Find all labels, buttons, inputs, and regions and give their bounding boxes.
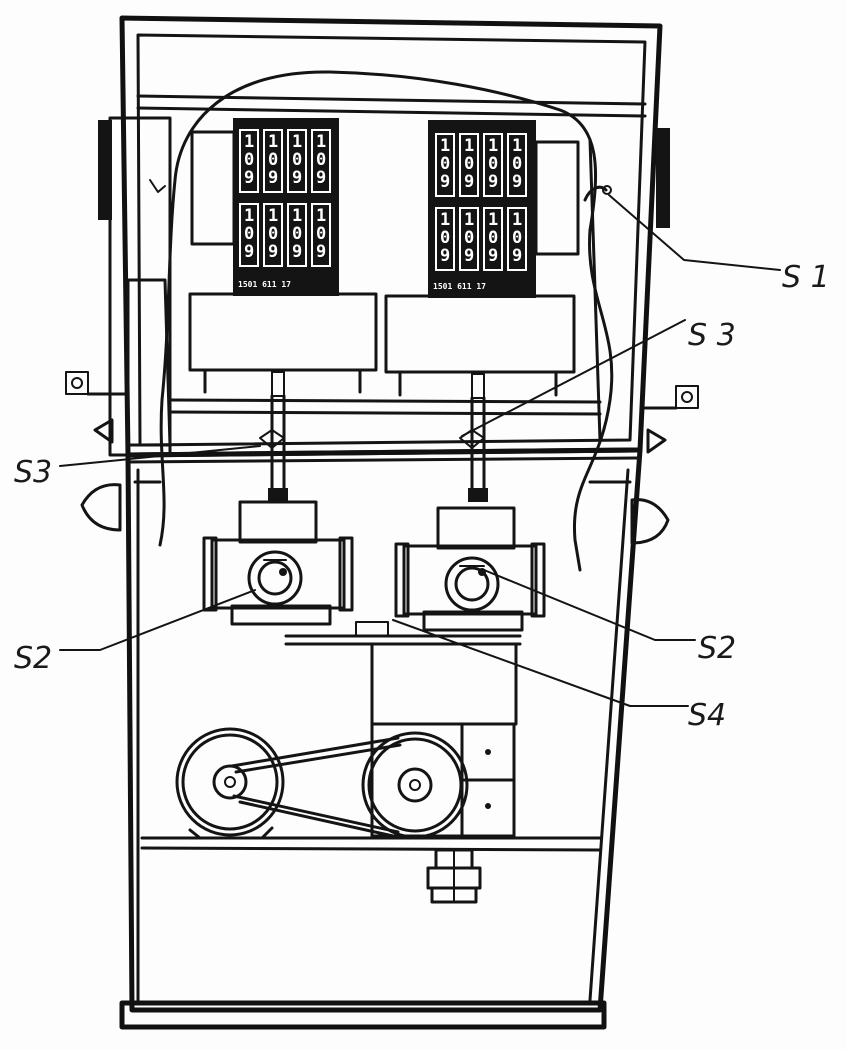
digit-window-left [239, 129, 259, 193]
display-digit: 1 [268, 132, 278, 152]
display-digit: 1 [292, 206, 302, 226]
display-digit: 9 [488, 172, 498, 192]
digit-window-left [239, 203, 259, 267]
digit-window-right [507, 133, 527, 197]
display-digit: 0 [292, 224, 302, 244]
display-digit: 9 [464, 246, 474, 266]
callout-s2-left: S2 [14, 641, 52, 676]
display-digit: 1 [440, 136, 450, 156]
callout-s4: S4 [688, 698, 726, 733]
display-digit: 0 [512, 228, 522, 248]
display-digit: 9 [316, 242, 326, 262]
display-digit: 1 [440, 210, 450, 230]
display-digit: 0 [244, 150, 254, 170]
digit-window-right [459, 133, 479, 197]
digit-window-left [311, 203, 331, 267]
flow-meter-left [202, 500, 354, 626]
right-nozzle-holder [630, 128, 699, 545]
display-digit: 9 [464, 172, 474, 192]
display-right-panel-label: 1501 611 17 [433, 282, 486, 291]
flow-meter-right [394, 506, 546, 632]
display-digit: 0 [316, 150, 326, 170]
display-digit: 1 [292, 132, 302, 152]
digit-window-left [287, 203, 307, 267]
display-digit: 1 [244, 132, 254, 152]
digit-window-right [507, 207, 527, 271]
display-digit: 1 [316, 132, 326, 152]
display-digit: 0 [268, 150, 278, 170]
callout-s3-left: S3 [14, 455, 52, 490]
shaft-right [459, 373, 488, 502]
callout-s2-right: S2 [698, 631, 736, 666]
display-digit: 0 [440, 228, 450, 248]
display-digit: 0 [488, 154, 498, 174]
display-digit: 0 [244, 224, 254, 244]
pulser-sensor-s1 [149, 179, 612, 202]
display-digit: 9 [268, 168, 278, 188]
display-digit: 9 [268, 242, 278, 262]
callout-s3-right: S 3 [688, 318, 736, 353]
drive-belt-assembly [175, 727, 469, 840]
display-digit: 9 [440, 246, 450, 266]
shaft-left [259, 371, 288, 502]
callout-leaders [59, 194, 781, 707]
display-digit: 9 [512, 246, 522, 266]
display-digit: 1 [488, 210, 498, 230]
display-digit: 1 [464, 136, 474, 156]
inlet-connector [426, 848, 482, 904]
display-digit: 9 [488, 246, 498, 266]
display-digit: 9 [244, 242, 254, 262]
display-digit: 1 [488, 136, 498, 156]
display-digit: 9 [244, 168, 254, 188]
display-digit: 1 [464, 210, 474, 230]
display-digit: 0 [268, 224, 278, 244]
display-digit: 1 [316, 206, 326, 226]
display-digit: 1 [244, 206, 254, 226]
display-digit: 9 [316, 168, 326, 188]
display-digit: 0 [292, 150, 302, 170]
display-digit: 1 [268, 206, 278, 226]
display-digit: 0 [316, 224, 326, 244]
digit-window-right [483, 133, 503, 197]
display-digit: 9 [512, 172, 522, 192]
display-digit: 9 [292, 168, 302, 188]
display-left-panel-label: 1501 611 17 [238, 280, 291, 289]
display-digit: 0 [512, 154, 522, 174]
digit-window-left [311, 129, 331, 193]
hose-loop [158, 70, 614, 572]
display-digit: 9 [440, 172, 450, 192]
display-digit: 1 [512, 210, 522, 230]
display-digit: 1 [512, 136, 522, 156]
digit-window-left [287, 129, 307, 193]
digit-window-right [435, 133, 455, 197]
left-nozzle-holder [65, 120, 127, 532]
display-digit: 0 [464, 228, 474, 248]
digit-window-right [435, 207, 455, 271]
digit-window-left [263, 129, 283, 193]
display-digit: 9 [292, 242, 302, 262]
digit-window-right [483, 207, 503, 271]
display-digit: 0 [440, 154, 450, 174]
digit-window-left [263, 203, 283, 267]
callout-s1: S 1 [782, 260, 830, 295]
digit-window-right [459, 207, 479, 271]
display-digit: 0 [464, 154, 474, 174]
display-digit: 0 [488, 228, 498, 248]
